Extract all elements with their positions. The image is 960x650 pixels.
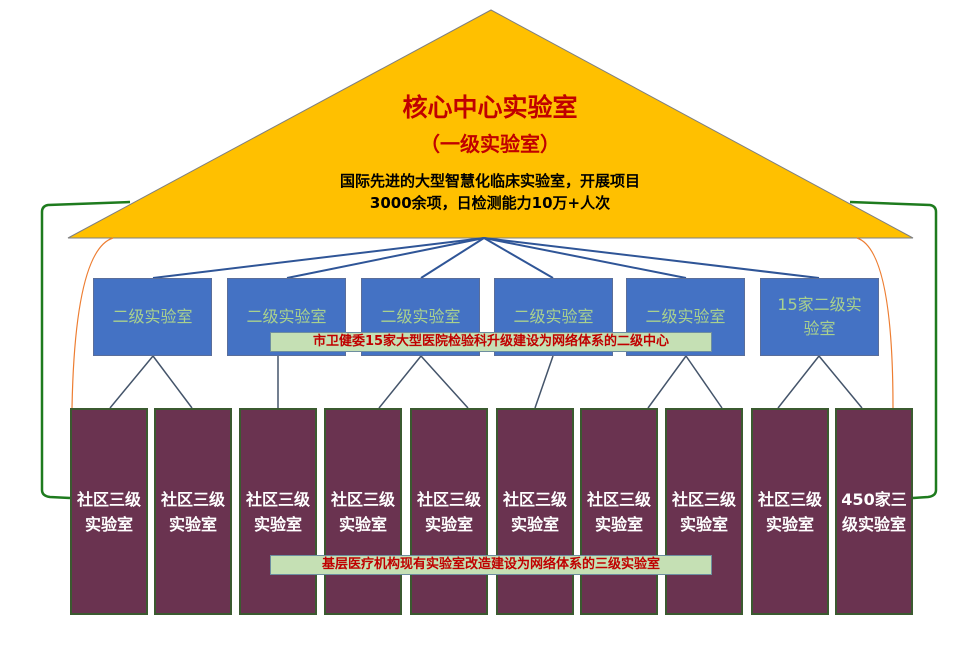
description-line: 3000余项，日检测能力10万+人次 (369, 194, 611, 212)
core-lab-description: 国际先进的大型智慧化临床实验室，开展项目 3000余项，日检测能力10万+人次 (250, 170, 730, 214)
level3-lab-box: 社区三级实验室 (70, 408, 148, 615)
core-lab-title: 核心中心实验室 (402, 93, 578, 122)
level2-band-label: 市卫健委15家大型医院检验科升级建设为网络体系的二级中心 (270, 332, 712, 352)
core-to-level2-lines (152, 237, 820, 279)
right-orange-curve (856, 237, 894, 409)
description-line: 国际先进的大型智慧化临床实验室，开展项目 (339, 172, 640, 190)
level3-band-label: 基层医疗机构现有实验室改造建设为网络体系的三级实验室 (270, 555, 712, 575)
level3-lab-box: 社区三级实验室 (324, 408, 402, 615)
level3-lab-box: 社区三级实验室 (239, 408, 317, 615)
left-green-bracket (40, 200, 131, 500)
level2-lab-box: 15家二级实验室 (760, 278, 879, 356)
level3-lab-box: 社区三级实验室 (665, 408, 743, 615)
level3-lab-box: 450家三级实验室 (835, 408, 913, 615)
level2-lab-box: 二级实验室 (93, 278, 212, 356)
level3-lab-box: 社区三级实验室 (496, 408, 574, 615)
right-green-bracket (849, 200, 938, 500)
left-orange-curve (71, 237, 114, 409)
level3-lab-box: 社区三级实验室 (751, 408, 829, 615)
core-lab-subtitle: （一级实验室） (420, 132, 560, 156)
level3-lab-box: 社区三级实验室 (580, 408, 658, 615)
level3-lab-box: 社区三级实验室 (154, 408, 232, 615)
level2-to-level3-lines (109, 355, 863, 409)
level3-lab-box: 社区三级实验室 (410, 408, 488, 615)
